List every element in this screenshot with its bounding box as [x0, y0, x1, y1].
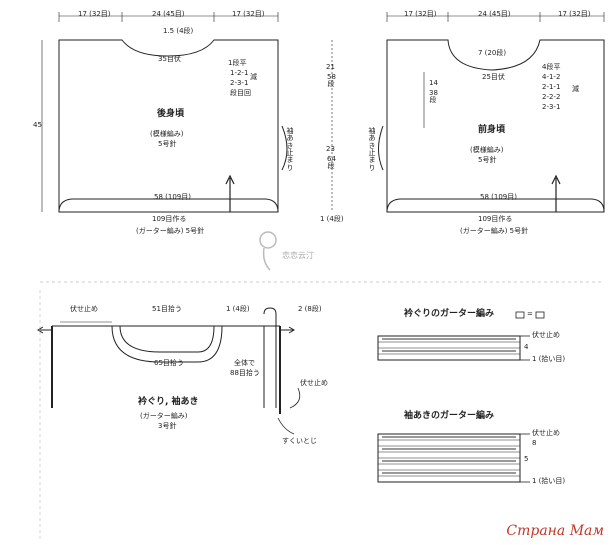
neckband-back-pickup: 51目拾う — [152, 305, 182, 313]
front-top-left: 17 (32目) — [404, 10, 437, 18]
back-bottom-stitches: 58 (109目) — [154, 193, 191, 201]
neckband-total-count: 88目拾う — [230, 369, 260, 377]
back-top-left: 17 (32目) — [78, 10, 111, 18]
sleeve-chart-pickup: 1 (拾い目) — [532, 477, 566, 485]
front-cast-on: 109目作る — [478, 215, 513, 223]
back-neck-depth: 1.5 (4段) — [163, 27, 194, 35]
back-height: 45 — [33, 121, 42, 129]
back-needle: 5号針 — [158, 140, 177, 148]
center-watermark-logo — [259, 231, 277, 271]
neckband-title: 衿ぐり, 袖あき — [138, 397, 199, 407]
front-bottom-stitches: 58 (109目) — [480, 193, 517, 201]
neckband-rows-right: 2 (8段) — [298, 305, 322, 313]
neck-chart-rows: 4 — [524, 343, 529, 351]
back-decrease-0: 1段平 — [228, 59, 247, 67]
neckband-subtitle: (ガーター編み) — [140, 412, 188, 420]
front-side-depth: 14 — [429, 79, 438, 87]
back-top-right: 17 (32目) — [232, 10, 265, 18]
back-subtitle: (模様編み) — [150, 130, 184, 138]
sleeve-chart-top-row: 8 — [532, 439, 537, 447]
center-upper-rows: 58段 — [327, 73, 336, 89]
front-hem — [386, 198, 605, 213]
neck-chart-bind-off: 伏せ止め — [532, 331, 560, 339]
neckband-rows-left: 1 (4段) — [226, 305, 250, 313]
back-title: 後身頃 — [157, 109, 185, 119]
back-hem — [58, 198, 279, 213]
front-decrease-4: 2-3-1 — [542, 103, 561, 111]
front-neck-depth: 7 (20段) — [478, 49, 507, 57]
neckband-bind-off: 伏せ止め — [70, 305, 98, 313]
neck-back-curve — [119, 325, 215, 353]
front-decrease-0: 4段平 — [542, 63, 561, 71]
back-neck-bindoff: 35目伏 — [158, 55, 181, 63]
back-cast-on: 109目作る — [152, 215, 187, 223]
front-top-mid: 24 (45目) — [478, 10, 511, 18]
neckband-seam: すくいとじ — [282, 437, 317, 445]
front-decrease-3: 2-2-2 — [542, 93, 561, 101]
front-subtitle: (模様編み) — [470, 146, 504, 154]
sleeve-chart-title: 袖あきのガーター編み — [404, 411, 495, 421]
center-watermark-text: 恋恋云汀 — [282, 251, 314, 260]
neck-chart-pickup: 1 (拾い目) — [532, 355, 566, 363]
center-bottom: 1 (4段) — [320, 215, 344, 223]
neckband-front-pickup: 65目拾う — [154, 359, 184, 367]
center-upper: 21 — [326, 63, 335, 71]
center-lower: 23 — [326, 145, 335, 153]
back-decrease-mark: 減 — [250, 73, 257, 81]
front-panel-outline — [386, 39, 605, 213]
front-title: 前身頃 — [478, 125, 506, 135]
neckband-total: 全体で — [234, 359, 255, 367]
front-armhole-stop: 袖あき止まり — [368, 127, 376, 172]
front-decrease-1: 4-1-2 — [542, 73, 561, 81]
front-border: (ガーター編み) 5号針 — [460, 227, 529, 235]
front-side-rows: 38段 — [429, 89, 438, 105]
front-needle: 5号針 — [478, 156, 497, 164]
back-decrease-2: 2-3-1 — [230, 79, 249, 87]
front-neck-bindoff: 25目伏 — [482, 73, 505, 81]
neckband-needle: 3号針 — [158, 422, 177, 430]
back-decrease-1: 1-2-1 — [230, 69, 249, 77]
back-border: (ガーター編み) 5号針 — [136, 227, 205, 235]
front-top-right: 17 (32目) — [558, 10, 591, 18]
back-panel-outline — [58, 39, 279, 213]
center-lower-rows: 64段 — [327, 155, 336, 171]
back-top-mid: 24 (45目) — [152, 10, 185, 18]
front-decrease-mark: 減 — [572, 85, 579, 93]
neckband-side-bindoff: 伏せ止め — [300, 379, 328, 387]
neck-front-curve — [111, 325, 223, 363]
site-watermark: Страна Мам — [506, 523, 604, 539]
neck-chart-title: 衿ぐりのガーター編み — [404, 309, 495, 319]
back-decrease-3: 段目回 — [230, 89, 251, 97]
front-decrease-2: 2-1-1 — [542, 83, 561, 91]
neck-chart-legend: = — [527, 310, 533, 318]
sleeve-chart-bind-off: 伏せ止め — [532, 429, 560, 437]
back-armhole-stop: 袖あき止まり — [286, 127, 294, 172]
sleeve-chart-mid-row: 5 — [524, 455, 529, 463]
